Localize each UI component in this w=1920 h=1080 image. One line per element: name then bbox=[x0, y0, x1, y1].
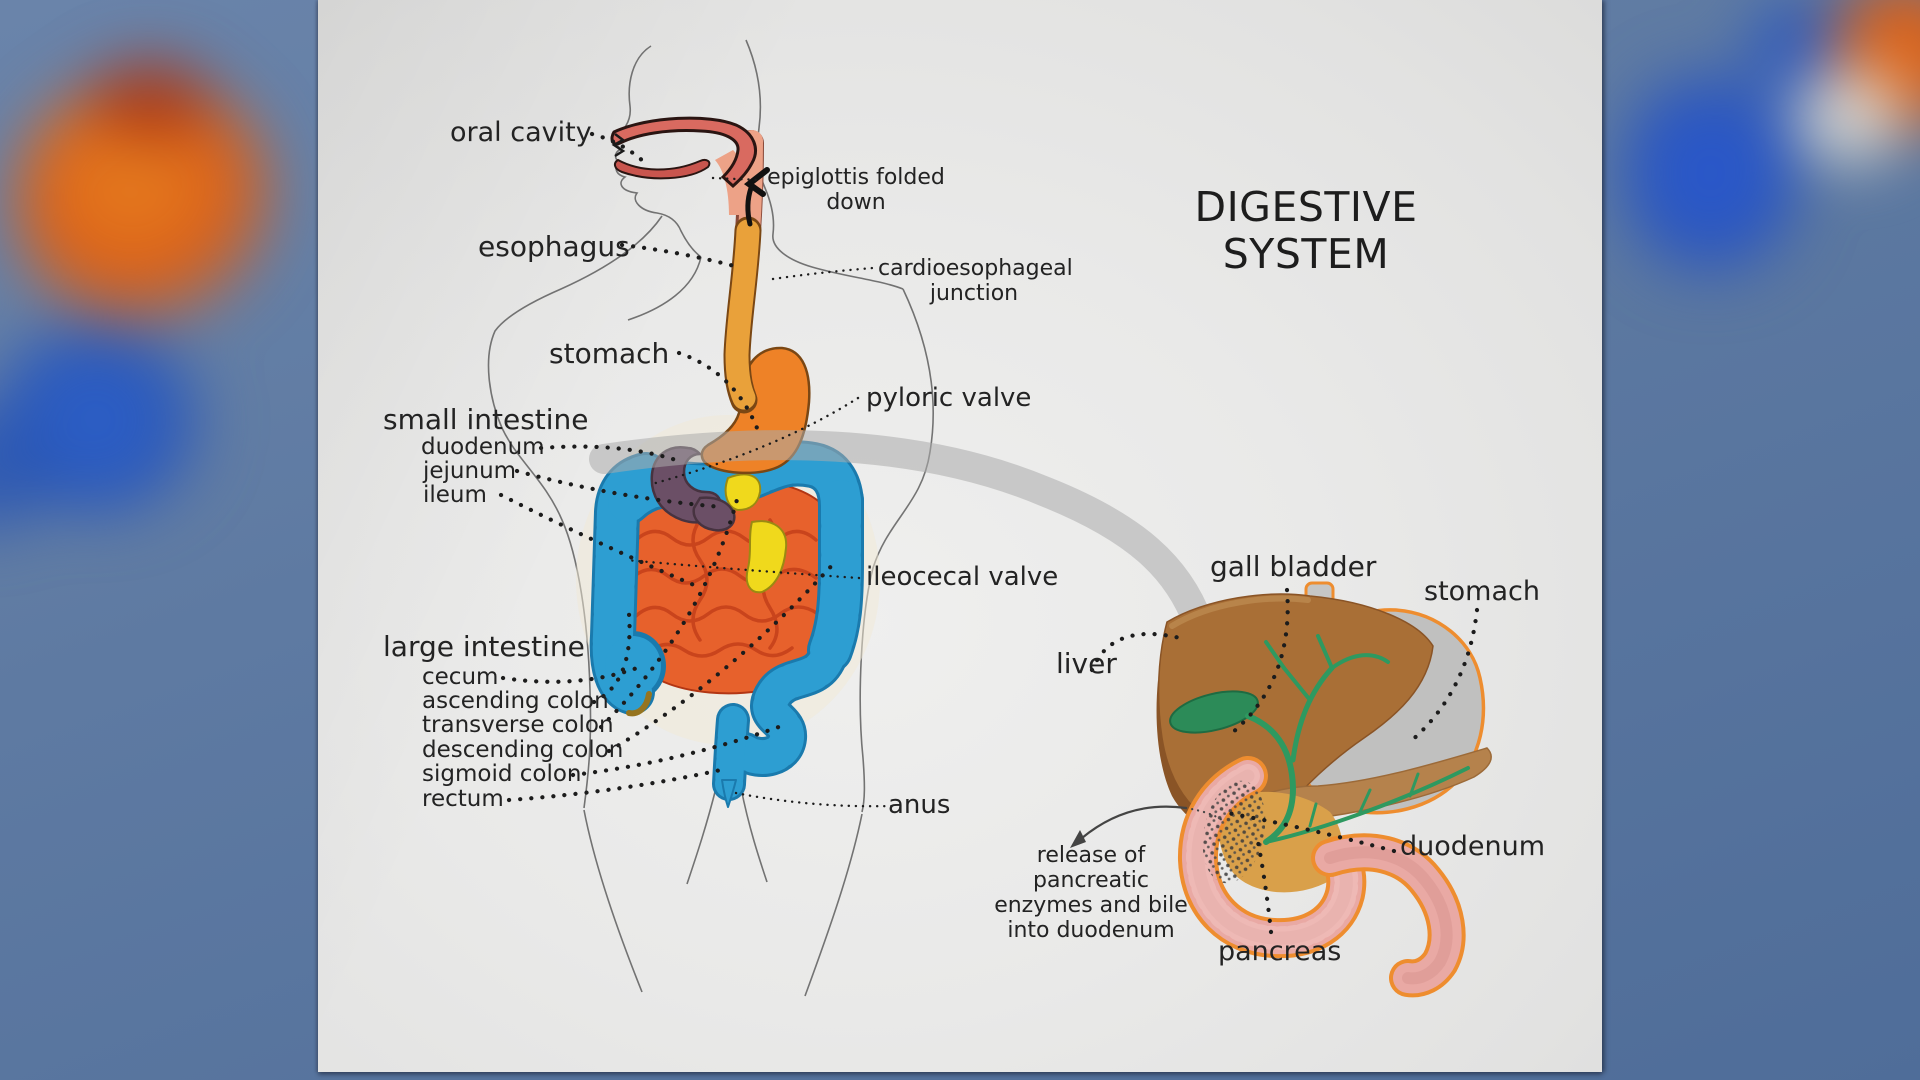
leader-liver bbox=[1089, 631, 1183, 673]
outer-leg-left-outline bbox=[583, 809, 643, 993]
body-outline bbox=[487, 39, 934, 997]
label-stomach: stomach bbox=[549, 337, 670, 370]
leader-oral-cavity bbox=[589, 131, 647, 165]
leader-cardioesophageal bbox=[771, 266, 875, 281]
leader-anus bbox=[734, 791, 895, 808]
inner-leg-left-outline bbox=[686, 787, 717, 885]
leader-gall-bladder bbox=[1229, 587, 1290, 736]
leader-release-curve bbox=[1080, 805, 1188, 840]
label-duodenum: duodenum bbox=[421, 434, 545, 460]
appendix-shape bbox=[626, 691, 652, 717]
label-ascending-colon: ascending colon bbox=[422, 688, 609, 714]
tongue-shape bbox=[613, 158, 711, 180]
leader-ileum bbox=[498, 492, 704, 591]
torso-left-outline bbox=[487, 215, 663, 809]
label-anus: anus bbox=[888, 790, 951, 820]
label-small-intestine: small intestine bbox=[383, 403, 589, 436]
title-line-1: DIGESTIVE bbox=[1194, 183, 1418, 231]
leader-pancreas bbox=[1255, 839, 1274, 935]
background-blue-blob-right bbox=[1623, 58, 1798, 288]
label-detail-duodenum: duodenum bbox=[1400, 831, 1546, 862]
label-ileocecal-valve: ileocecal valve bbox=[866, 562, 1059, 592]
leader-esophagus bbox=[619, 242, 741, 270]
label-transverse-colon: transverse colon bbox=[422, 712, 614, 738]
page-title: DIGESTIVE SYSTEM bbox=[1150, 184, 1462, 278]
head-profile-outline bbox=[610, 45, 702, 258]
inner-leg-right-outline bbox=[740, 787, 768, 883]
label-gall-bladder: gall bladder bbox=[1210, 550, 1377, 583]
detail-duodenum-shape bbox=[1178, 756, 1466, 998]
label-ileum: ileum bbox=[423, 482, 487, 508]
label-cardioesophageal: cardioesophageal junction bbox=[878, 256, 1073, 306]
epiglottis-shape bbox=[743, 167, 770, 227]
label-liver: liver bbox=[1056, 647, 1117, 680]
teeth-detail bbox=[611, 133, 626, 158]
gallbladder-shape bbox=[1169, 690, 1259, 734]
background-white-blob-right bbox=[1795, 68, 1905, 163]
leader-lines-detail bbox=[1070, 587, 1480, 935]
leader-sigmoid-colon bbox=[570, 721, 790, 778]
chest-outline bbox=[627, 256, 702, 321]
outer-leg-right-outline bbox=[804, 813, 863, 997]
leader-epiglottis bbox=[711, 176, 763, 182]
oral-cavity-shape bbox=[610, 116, 757, 189]
label-pyloric-valve: pyloric valve bbox=[866, 383, 1032, 413]
leader-ileocecal-valve bbox=[624, 558, 861, 580]
leader-stomach bbox=[676, 350, 760, 431]
label-detail-stomach: stomach bbox=[1424, 576, 1540, 607]
label-release-note: release of pancreatic enzymes and bile i… bbox=[994, 843, 1188, 943]
leader-descending-colon bbox=[606, 559, 838, 754]
label-epiglottis: epiglottis folded down bbox=[767, 165, 945, 215]
background-red-blob-left bbox=[90, 60, 210, 140]
leader-detail-stomach bbox=[1407, 607, 1480, 745]
label-descending-colon: descending colon bbox=[422, 737, 624, 763]
label-rectum: rectum bbox=[422, 786, 504, 812]
magnifier-band bbox=[589, 430, 1213, 637]
leader-lines-main bbox=[498, 131, 895, 808]
leader-release-arrowhead bbox=[1070, 830, 1086, 848]
leader-cecum bbox=[500, 665, 640, 684]
leader-ascending-colon bbox=[591, 611, 632, 705]
label-pancreas: pancreas bbox=[1218, 936, 1342, 967]
liver-highlight bbox=[1169, 595, 1311, 629]
label-esophagus: esophagus bbox=[478, 230, 630, 263]
title-line-2: SYSTEM bbox=[1222, 230, 1390, 278]
liver-lobe-dark-shape bbox=[1156, 680, 1268, 838]
leader-release-dots bbox=[1184, 806, 1224, 822]
anus-shape bbox=[721, 779, 737, 808]
leader-rectum bbox=[506, 766, 728, 803]
label-cecum: cecum bbox=[422, 664, 499, 690]
bile-duct-shapes bbox=[1245, 634, 1470, 845]
label-oral-cavity: oral cavity bbox=[450, 117, 592, 148]
diagram-panel bbox=[318, 0, 1602, 1072]
label-jejunum: jejunum bbox=[423, 458, 517, 484]
pancreas-shape bbox=[724, 473, 762, 512]
label-sigmoid-colon: sigmoid colon bbox=[422, 761, 582, 787]
leader-detail-duodenum bbox=[1219, 809, 1397, 854]
enzyme-speckles bbox=[1202, 780, 1266, 884]
pancreas-shape-lower bbox=[745, 520, 788, 594]
neck-back-outline bbox=[745, 39, 904, 290]
label-large-intestine: large intestine bbox=[383, 630, 585, 663]
